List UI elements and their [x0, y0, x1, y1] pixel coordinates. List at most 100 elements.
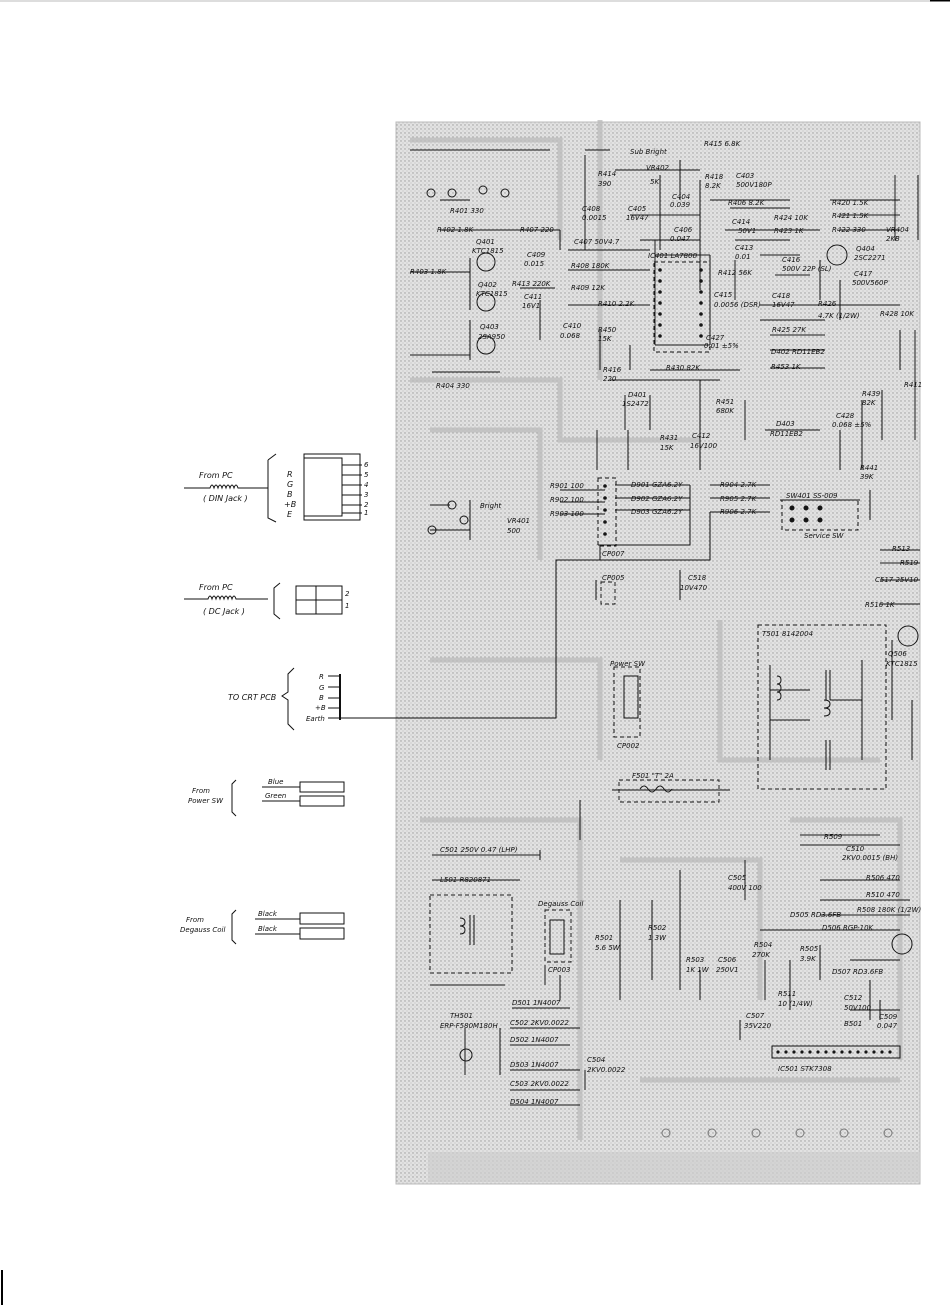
lbl-d503: D503 1N4007 [510, 1061, 559, 1069]
lbl-c512: C512 [844, 994, 863, 1002]
lbl-r511: R511 [778, 990, 796, 998]
lbl-c518-val: 10V470 [680, 584, 708, 592]
lbl-c412: C412 [692, 432, 711, 440]
lbl-q404: Q404 [856, 245, 875, 253]
lbl-q506: Q506 [888, 650, 907, 658]
lbl-r404: R404 330 [436, 382, 470, 390]
lbl-d502: D502 1N4007 [510, 1036, 559, 1044]
lbl-d403-val: RD11EB2 [770, 430, 803, 438]
dc-connector: From PC ( DC Jack ) 2 1 [184, 582, 350, 620]
lbl-c504: C504 [587, 1056, 605, 1064]
dc-jack-label: ( DC Jack ) [203, 607, 245, 616]
lbl-r418-val: 8.2K [705, 182, 722, 190]
stk-pin-row [776, 1050, 892, 1054]
board-labels: Sub Bright R415 6.8K VR402 5K R414 390 R… [410, 140, 922, 1106]
lbl-r418: R418 [705, 173, 724, 181]
lbl-r416: R416 [603, 366, 622, 374]
lbl-c503: C503 2KV0.0022 [510, 1080, 569, 1088]
dc-pin-num-1: 1 [345, 602, 349, 610]
lbl-b501: B501 [844, 1020, 862, 1028]
lbl-r415: R415 6.8K [704, 140, 742, 148]
lbl-c509-val: 0.047 [877, 1022, 898, 1030]
lbl-c409-val: 0.015 [524, 260, 545, 268]
lbl-c412-val: 16V100 [690, 442, 718, 450]
lbl-c404-val: 0.039 [670, 201, 691, 209]
crt-pin-r: R [319, 673, 324, 681]
lbl-r519: R519 [900, 559, 919, 567]
lbl-c510: C510 [846, 845, 865, 853]
pcb-board-edge [428, 1152, 920, 1182]
lbl-c506-val: 250V1 [716, 966, 739, 974]
lbl-cp002: CP002 [617, 742, 640, 750]
component-symbols [426, 185, 919, 1062]
lbl-c506: C506 [718, 956, 737, 964]
lbl-c405: C405 [628, 205, 647, 213]
lbl-c408-val: 0.0015 [582, 214, 607, 222]
lbl-r426: R426 [818, 300, 837, 308]
lbl-d504: D504 1N4007 [510, 1098, 559, 1106]
lbl-c501: C501 250V 0.47 (LHP) [440, 846, 518, 854]
din-pin-num-6: 6 [364, 461, 369, 469]
lbl-d903: D903 GZA6.2Y [631, 508, 683, 516]
lbl-c518: C518 [688, 574, 707, 582]
lbl-c403: C403 [736, 172, 754, 180]
power-sw-from-1: From [192, 787, 210, 795]
lbl-vr402-val: 5K [650, 178, 660, 186]
lbl-c418: C418 [772, 292, 791, 300]
lbl-r510: R510 470 [866, 891, 900, 899]
lbl-r413: R413 220K [512, 280, 552, 288]
lbl-c415-val: 0.0056 (DSR) [714, 301, 761, 309]
lbl-c512-val: 50V100 [844, 1004, 872, 1012]
lbl-c428: C428 [836, 412, 855, 420]
lbl-c406: C406 [674, 226, 693, 234]
din-pin-pb: +B [284, 500, 296, 509]
lbl-c416-val: 500V 22P (SL) [782, 265, 832, 273]
lbl-th501-val: ERP-F580M180H [440, 1022, 498, 1030]
lbl-vr401: VR401 [507, 517, 530, 525]
lbl-r503: R503 [686, 956, 704, 964]
lbl-c406-val: 0.047 [670, 235, 691, 243]
lbl-r439: R439 [862, 390, 881, 398]
lbl-c414-val: 50V1 [738, 227, 756, 235]
lbl-r441-val: 39K [860, 473, 875, 481]
lbl-c427: C427 [706, 334, 725, 342]
lbl-c408: C408 [582, 205, 601, 213]
lbl-r411: R411 [904, 381, 922, 389]
lbl-c505: C505 [728, 874, 747, 882]
lbl-r430: R430 82K [666, 364, 701, 372]
lbl-t501: T501 8142004 [762, 630, 813, 638]
lbl-vr404-val: 2KB [886, 235, 900, 243]
lbl-cp005: CP005 [602, 574, 625, 582]
lbl-d501: D501 1N4007 [512, 999, 561, 1007]
lbl-vr401-val: 500 [507, 527, 521, 535]
lbl-r422: R422 330 [832, 226, 866, 234]
lbl-c407: C407 50V4.7 [574, 238, 620, 246]
lbl-r408: R408 180K [571, 262, 611, 270]
din-from: From PC [199, 471, 233, 480]
lbl-r428: R428 10K [880, 310, 915, 318]
lbl-r423: R423 1K [774, 227, 805, 235]
degauss-wire-black-2: Black [258, 925, 278, 933]
lbl-r513: R513 [892, 545, 910, 553]
lbl-c403-val: 500V180P [736, 181, 773, 189]
lbl-f501: F501 "T" 2A [632, 772, 674, 780]
copper-traces [410, 120, 903, 1140]
din-connector: From PC ( DIN Jack ) R G B +B E 6 5 4 3 … [184, 453, 369, 523]
lbl-cp003: CP003 [548, 966, 570, 974]
lbl-r504: R504 [754, 941, 772, 949]
lbl-r425: R425 27K [772, 326, 807, 334]
dc-from: From PC [199, 583, 233, 592]
lbl-d505: D505 RD3.6FB [790, 911, 841, 919]
degauss-from-2: Degauss Coil [180, 926, 226, 934]
lbl-c405-val: 16V47 [626, 214, 649, 222]
lbl-vr404: VR404 [886, 226, 909, 234]
lbl-r403: R403 1.8K [410, 268, 448, 276]
lbl-c504-val: 2KV0.0022 [587, 1066, 626, 1074]
lbl-r501-val: 5.6 5W [595, 944, 621, 952]
lbl-c502: C502 2KV0.0022 [510, 1019, 569, 1027]
lbl-r906: R906 2.7K [720, 508, 758, 516]
lbl-r501: R501 [595, 934, 613, 942]
lbl-d901: D901 GZA6.2Y [631, 481, 683, 489]
din-pin-g: G [287, 480, 293, 489]
